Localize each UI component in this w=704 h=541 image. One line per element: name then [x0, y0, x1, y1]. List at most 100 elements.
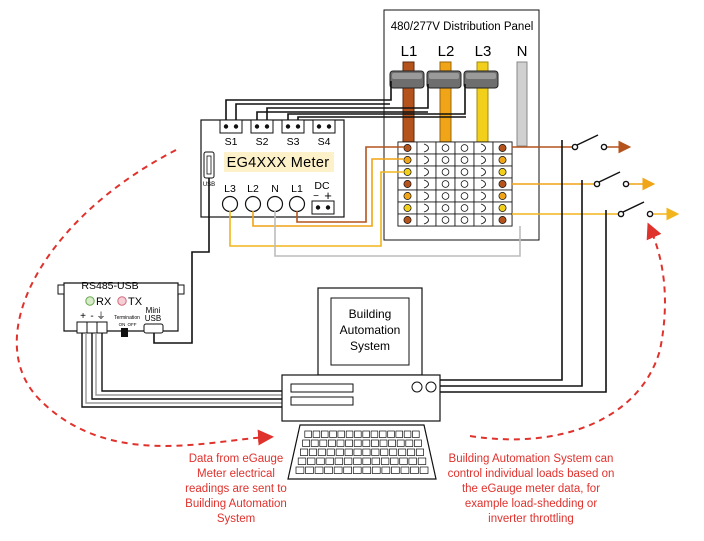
breaker-handle [480, 143, 486, 153]
keyboard-key [414, 439, 422, 447]
bas-label-line3: System [350, 339, 390, 353]
keyboard-key [371, 466, 381, 474]
breaker-contact [441, 216, 450, 224]
breaker-cell [416, 213, 437, 227]
ct-clamp-l2 [426, 70, 462, 89]
breaker-handle [423, 167, 429, 177]
ct-label-s3: S3 [287, 136, 300, 148]
keyboard-key [395, 430, 403, 438]
bas-label-line1: Building [349, 307, 392, 321]
keyboard-key [362, 457, 371, 465]
keyboard-keys [295, 430, 429, 474]
ct-terminal-s3[interactable] [281, 119, 305, 134]
keyboard-key [388, 439, 396, 447]
breaker-handle [480, 215, 486, 225]
breaker-terminal [498, 192, 507, 200]
voltage-label-l2: L2 [247, 183, 259, 195]
building-automation-computer: Building Automation System [281, 287, 441, 480]
keyboard-key [343, 457, 353, 465]
breaker-terminal [498, 180, 507, 188]
breaker-contact [460, 192, 469, 200]
breaker-contact [441, 144, 450, 152]
voltage-terminal-n[interactable] [266, 195, 284, 213]
voltage-terminal-l3[interactable] [221, 195, 239, 213]
keyboard-key [371, 448, 380, 456]
breaker-cell [473, 189, 494, 203]
keyboard-key [415, 448, 424, 456]
keyboard-key [403, 430, 412, 438]
voltage-terminal-l2[interactable] [244, 195, 262, 213]
breaker-contact [441, 204, 450, 212]
ct-terminal-s1[interactable] [219, 119, 243, 134]
phase-label-n: N [517, 43, 528, 60]
keyboard-key [325, 457, 334, 465]
voltage-terminal-l1[interactable] [288, 195, 306, 213]
dc-terminal[interactable] [311, 200, 335, 215]
power-button[interactable] [411, 381, 423, 393]
keyboard-key [328, 439, 336, 447]
keyboard-key [370, 430, 379, 438]
right-note-line1: Building Automation System can [449, 453, 614, 465]
breaker-contact [460, 204, 469, 212]
dc-minus: − [313, 191, 319, 202]
right-note-line3: the eGauge meter data, for [462, 483, 600, 495]
keyboard-key [379, 439, 388, 447]
left-annotation: Data from eGauge Meter electrical readin… [185, 453, 287, 525]
keyboard-key [345, 439, 353, 447]
keyboard-key [310, 439, 319, 447]
ct-clamp-l3 [463, 70, 499, 89]
keyboard-key [312, 430, 321, 438]
keyboard-key [333, 466, 343, 474]
right-note-line5: inverter throttling [488, 513, 574, 525]
left-note-line5: System [217, 513, 255, 525]
keyboard-key [380, 457, 390, 465]
ct-terminal-s2[interactable] [250, 119, 274, 134]
keyboard-key [302, 439, 310, 447]
keyboard-key [410, 466, 419, 474]
breaker-contact [460, 144, 469, 152]
breaker-terminal [403, 156, 412, 164]
meter-usb-port[interactable] [203, 151, 215, 179]
voltage-label-l1: L1 [291, 183, 303, 195]
control-flow-arrow-right [469, 222, 666, 441]
breaker-handle [480, 167, 486, 177]
keyboard-key [307, 457, 316, 465]
keyboard-key [399, 457, 408, 465]
breaker-cell [416, 189, 437, 203]
voltage-label-l3: L3 [224, 183, 236, 195]
ct-terminal-s4[interactable] [312, 119, 336, 134]
keyboard-key [405, 439, 414, 447]
breaker-cell [473, 165, 494, 179]
keyboard-key [295, 466, 305, 474]
breaker-handle [423, 143, 429, 153]
breaker-handle [423, 215, 429, 225]
keyboard-key [408, 457, 417, 465]
breaker-cell [416, 153, 437, 167]
breaker-contact [441, 156, 450, 164]
keyboard-key [335, 448, 344, 456]
rs485-usb-converter: RS485-USB RX TX + - ⏚ Termination ON OFF… [57, 280, 185, 337]
bus-bar-neutral [516, 61, 528, 147]
mini-usb-port[interactable] [143, 323, 164, 334]
tx-label: TX [128, 296, 143, 308]
keyboard-key [344, 448, 353, 456]
terminal-plus-label: + [80, 311, 86, 322]
left-note-line1: Data from eGauge [189, 453, 284, 465]
keyboard-key [305, 466, 314, 474]
ct-label-s4: S4 [318, 136, 331, 148]
rs485-terminal-block[interactable] [76, 321, 108, 334]
disk-drive-2 [290, 396, 354, 406]
breaker-terminal [403, 180, 412, 188]
mini-usb-label-1: Mini [146, 306, 161, 315]
keyboard-key [387, 430, 395, 438]
reset-button[interactable] [425, 381, 437, 393]
keyboard-key [353, 439, 362, 447]
breaker-cell [473, 213, 494, 227]
keyboard-key [407, 448, 416, 456]
phase-label-l1: L1 [401, 43, 418, 60]
right-note-line2: control individual loads based on [448, 468, 615, 480]
breaker-cell [473, 177, 494, 191]
tx-led [117, 296, 127, 306]
terminal-minus-label: - [90, 311, 93, 322]
termination-switch[interactable] [121, 328, 128, 337]
